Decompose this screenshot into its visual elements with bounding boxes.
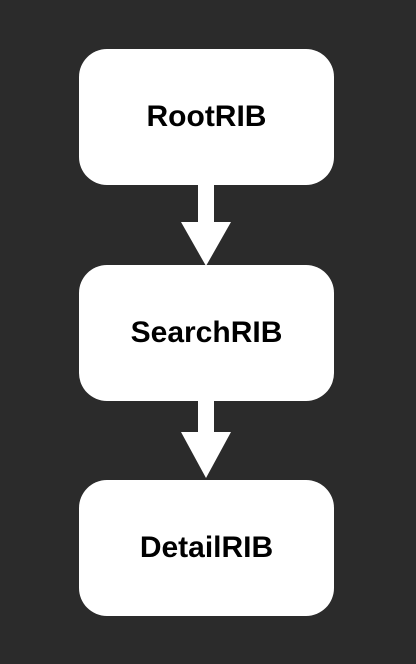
node-label: SearchRIB xyxy=(130,316,283,349)
node-search-rib: SearchRIB xyxy=(79,265,334,401)
node-label: RootRIB xyxy=(146,100,267,133)
arrow-down-icon xyxy=(181,184,231,266)
node-label: DetailRIB xyxy=(139,531,274,564)
arrow-down-icon xyxy=(181,400,231,478)
node-detail-rib: DetailRIB xyxy=(79,480,334,616)
node-root-rib: RootRIB xyxy=(79,49,334,185)
